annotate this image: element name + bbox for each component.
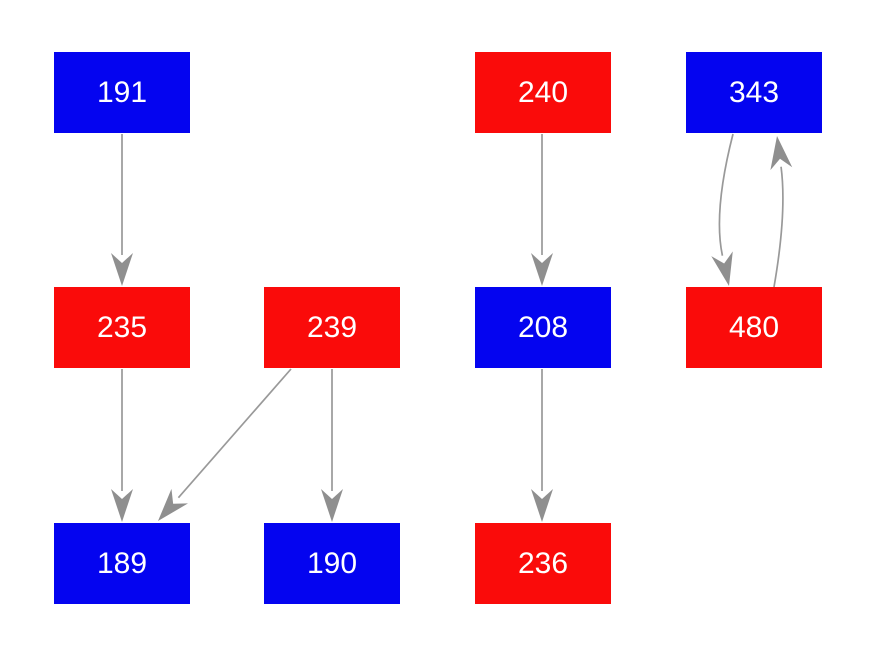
node-190[interactable]: 190 (264, 523, 400, 604)
edge-239-189 (177, 368, 292, 499)
node-208[interactable]: 208 (475, 287, 611, 368)
arrowhead-239-189 (158, 488, 189, 521)
node-240[interactable]: 240 (475, 52, 611, 133)
arrowhead-240-208 (531, 253, 553, 286)
arrowhead-480-343 (770, 136, 793, 171)
node-480[interactable]: 480 (686, 287, 822, 368)
arrowhead-239-190 (321, 489, 343, 522)
edge-343-480 (718, 133, 734, 256)
edge-480-343 (773, 166, 784, 288)
node-236[interactable]: 236 (475, 523, 611, 604)
arrowhead-343-480 (711, 251, 733, 286)
node-235[interactable]: 235 (54, 287, 190, 368)
arrowhead-235-189 (111, 489, 133, 522)
arrowhead-208-236 (531, 489, 553, 522)
node-191[interactable]: 191 (54, 52, 190, 133)
node-343[interactable]: 343 (686, 52, 822, 133)
arrowhead-191-235 (111, 253, 133, 286)
node-189[interactable]: 189 (54, 523, 190, 604)
node-239[interactable]: 239 (264, 287, 400, 368)
